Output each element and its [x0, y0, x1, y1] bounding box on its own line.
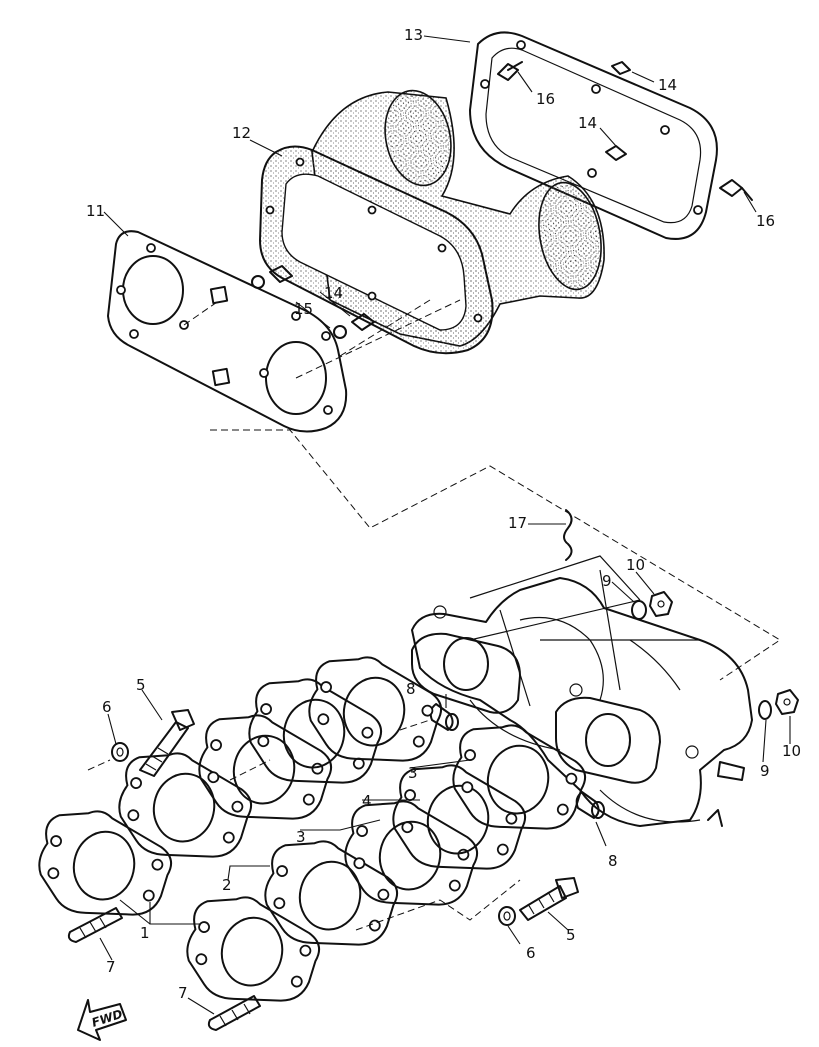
bolt-5-lower — [519, 877, 579, 921]
flange-2-lower — [255, 830, 406, 961]
callout-6-upper: 6 — [102, 698, 112, 716]
gasket-3-upper-right — [443, 714, 594, 845]
air-cleaner-gasket-13 — [469, 31, 718, 240]
washer-9-lower — [758, 700, 772, 720]
callout-7-upper: 7 — [106, 958, 116, 976]
callout-12: 12 — [232, 124, 251, 142]
callout-11: 11 — [86, 202, 105, 220]
gasket-4-left — [239, 668, 390, 799]
joint-plate-11 — [107, 230, 348, 433]
bolt-14-middle — [599, 127, 627, 161]
callout-2: 2 — [222, 876, 232, 894]
callout-10-upper: 10 — [626, 556, 645, 574]
gasket-1-left — [29, 800, 180, 931]
washer-6-lower — [498, 906, 516, 926]
callout-14-center: 14 — [324, 284, 343, 302]
forward-arrow: FWD — [77, 999, 127, 1041]
callout-14-upper: 14 — [658, 76, 677, 94]
air-chamber-12 — [258, 89, 605, 355]
callout-4: 4 — [362, 792, 372, 810]
callout-9-lower: 9 — [760, 762, 770, 780]
callout-labels: 13 16 14 14 16 12 11 14 15 17 9 10 8 8 9… — [86, 26, 801, 1002]
washer-9-upper — [631, 600, 647, 620]
bolt-16-upper — [497, 61, 533, 93]
callout-14-middle: 14 — [578, 114, 597, 132]
callout-6-lower: 6 — [526, 944, 536, 962]
callout-16-right: 16 — [756, 212, 775, 230]
screw-14-center — [333, 313, 375, 339]
screw-14-lower — [251, 265, 293, 289]
stud-7-upper — [67, 907, 123, 943]
callout-3-middle: 3 — [296, 828, 306, 846]
bolt-16-right — [719, 179, 757, 213]
nut-10-lower — [775, 689, 799, 715]
callout-9-upper: 9 — [602, 572, 612, 590]
callout-3-upper: 3 — [408, 764, 418, 782]
callout-8-lower: 8 — [608, 852, 618, 870]
stud-7-lower — [207, 995, 261, 1031]
callout-8-upper: 8 — [406, 680, 416, 698]
callout-15: 15 — [294, 300, 313, 318]
callout-16-upper: 16 — [536, 90, 555, 108]
alignment-line-upper — [183, 299, 781, 681]
callout-17: 17 — [508, 514, 527, 532]
washer-6-upper — [111, 742, 129, 762]
leader-lines — [99, 35, 791, 1015]
callout-1: 1 — [140, 924, 150, 942]
spring-17 — [563, 509, 573, 561]
callout-13: 13 — [404, 26, 423, 44]
callout-5-lower: 5 — [566, 926, 576, 944]
gasket-3-upper-left — [299, 646, 450, 777]
bolt-5-upper — [139, 709, 195, 777]
callout-7-lower: 7 — [178, 984, 188, 1002]
bolt-14-upper — [611, 61, 655, 83]
collar-8-upper — [429, 703, 459, 731]
callout-10-lower: 10 — [782, 742, 801, 760]
alignment-line-lower — [87, 719, 521, 931]
callout-5-upper: 5 — [136, 676, 146, 694]
collar-8-lower — [575, 791, 605, 819]
nut-10-upper — [649, 591, 673, 617]
